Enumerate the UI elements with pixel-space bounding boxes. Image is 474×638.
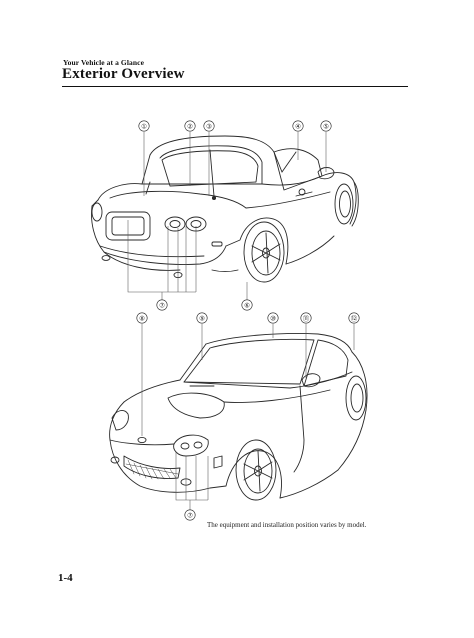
callout-2: ② bbox=[187, 122, 193, 130]
figure-caption: The equipment and installation position … bbox=[207, 521, 367, 529]
front-view-callouts: ⑧ ⑨ ⑩ ⑪ ⑫ ⑦ bbox=[136, 312, 360, 521]
section-label: Your Vehicle at a Glance bbox=[63, 58, 145, 67]
callout-4: ④ bbox=[295, 122, 301, 130]
rear-view-car-drawing bbox=[91, 135, 359, 283]
callout-8: ⑧ bbox=[139, 314, 145, 322]
front-view-leader-lines bbox=[141, 324, 355, 510]
title-rule bbox=[62, 86, 408, 87]
rear-view-leader-lines bbox=[127, 132, 327, 300]
rear-view-callouts: ① ② ③ ④ ⑤ ⑥ ⑦ bbox=[138, 120, 332, 311]
callout-6: ⑥ bbox=[244, 301, 250, 309]
callout-12: ⑫ bbox=[351, 314, 358, 322]
callout-9: ⑨ bbox=[199, 314, 205, 322]
callout-3: ③ bbox=[206, 122, 212, 130]
front-view-car-drawing bbox=[109, 333, 368, 501]
callout-7-front: ⑦ bbox=[187, 511, 193, 519]
callout-10: ⑩ bbox=[270, 314, 276, 322]
callout-1: ① bbox=[141, 122, 147, 130]
callout-11: ⑪ bbox=[303, 314, 310, 322]
callout-5: ⑤ bbox=[323, 122, 329, 130]
callout-7-rear: ⑦ bbox=[159, 301, 165, 309]
page-number: 1-4 bbox=[58, 572, 73, 584]
page-title: Exterior Overview bbox=[62, 66, 185, 82]
